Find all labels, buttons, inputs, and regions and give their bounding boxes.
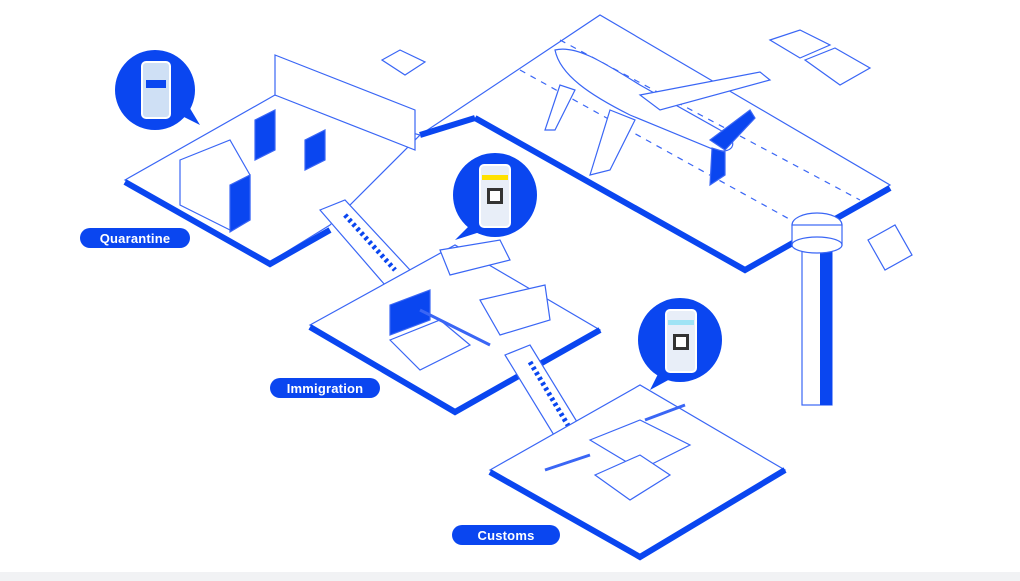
bottom-strip: [0, 572, 1020, 581]
quarantine-platform: [123, 54, 422, 268]
customs-label: Customs: [452, 525, 560, 545]
quarantine-label: Quarantine: [80, 228, 190, 248]
escalator-icon: [318, 199, 411, 286]
baggage-cart-icon: [380, 29, 913, 271]
phone-screen-icon: [115, 50, 200, 130]
airplane-icon: [544, 48, 772, 187]
phone-qr-code-icon: [638, 298, 722, 390]
immigration-label: Immigration: [270, 378, 380, 398]
customs-platform: [488, 384, 787, 561]
control-tower-icon: [791, 212, 843, 406]
phone-qr-code-icon: [453, 153, 537, 240]
